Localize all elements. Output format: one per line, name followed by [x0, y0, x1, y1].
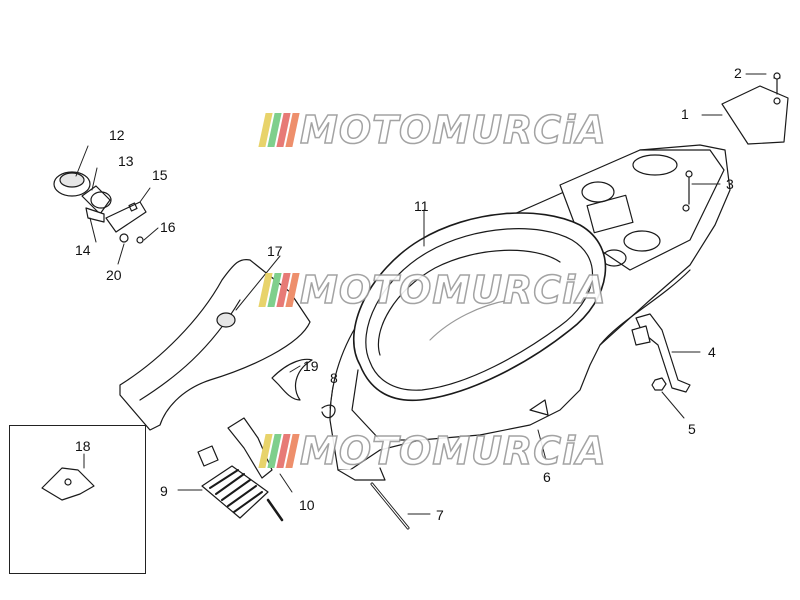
- part-label-1: 1: [681, 106, 689, 122]
- part-label-4: 4: [708, 344, 716, 360]
- part-label-17: 17: [267, 243, 283, 259]
- part-label-14: 14: [75, 242, 91, 258]
- part-label-6: 6: [543, 469, 551, 485]
- part-16-screw: [136, 236, 144, 244]
- part-label-15: 15: [152, 167, 168, 183]
- part-18-inset-frame: [9, 425, 146, 574]
- part-label-8: 8: [330, 370, 338, 386]
- part-1-cover-panel: [721, 85, 789, 145]
- watermark-top: MOTOMURCiA: [258, 107, 607, 153]
- part-label-13: 13: [118, 153, 134, 169]
- watermark-bottom: MOTOMURCiA: [258, 428, 607, 474]
- watermark-stripes: [258, 273, 300, 307]
- part-19-curved-clip: [271, 358, 313, 401]
- part-label-20: 20: [106, 267, 122, 283]
- part-7-rod: [370, 482, 410, 530]
- part-20-washer: [119, 233, 129, 243]
- leader-lines: [75, 73, 767, 515]
- part-2-screw: [773, 72, 781, 95]
- watermark-stripes: [258, 434, 300, 468]
- part-label-11: 11: [414, 198, 429, 214]
- part-label-7: 7: [436, 507, 444, 523]
- part-label-16: 16: [160, 219, 176, 235]
- part-13-lock-cylinder: [81, 185, 112, 215]
- watermark-middle: MOTOMURCiA: [258, 267, 607, 313]
- part-label-10: 10: [299, 497, 315, 513]
- part-18-clip-nut: [41, 467, 95, 501]
- part-5-nut: [651, 377, 667, 391]
- part-label-3: 3: [726, 176, 734, 192]
- part-label-2: 2: [734, 65, 742, 81]
- watermark-text: MOTOMURCiA: [299, 267, 607, 313]
- part-9-footrest: [201, 465, 269, 519]
- watermark-stripes: [258, 113, 300, 147]
- part-4-bracket: [631, 313, 691, 393]
- part-label-5: 5: [688, 421, 696, 437]
- part-label-18: 18: [75, 438, 91, 454]
- part-11-helmet-compartment: [351, 212, 607, 441]
- part-3-screw: [682, 170, 693, 212]
- part-label-9: 9: [160, 483, 168, 499]
- part-8-clip: [321, 404, 336, 419]
- part-label-19: 19: [303, 358, 319, 374]
- watermark-text: MOTOMURCiA: [299, 107, 607, 153]
- part-12-lock-cap: [53, 171, 91, 197]
- part-label-12: 12: [109, 127, 125, 143]
- watermark-text: MOTOMURCiA: [299, 428, 607, 474]
- part-15-latch: [105, 201, 147, 233]
